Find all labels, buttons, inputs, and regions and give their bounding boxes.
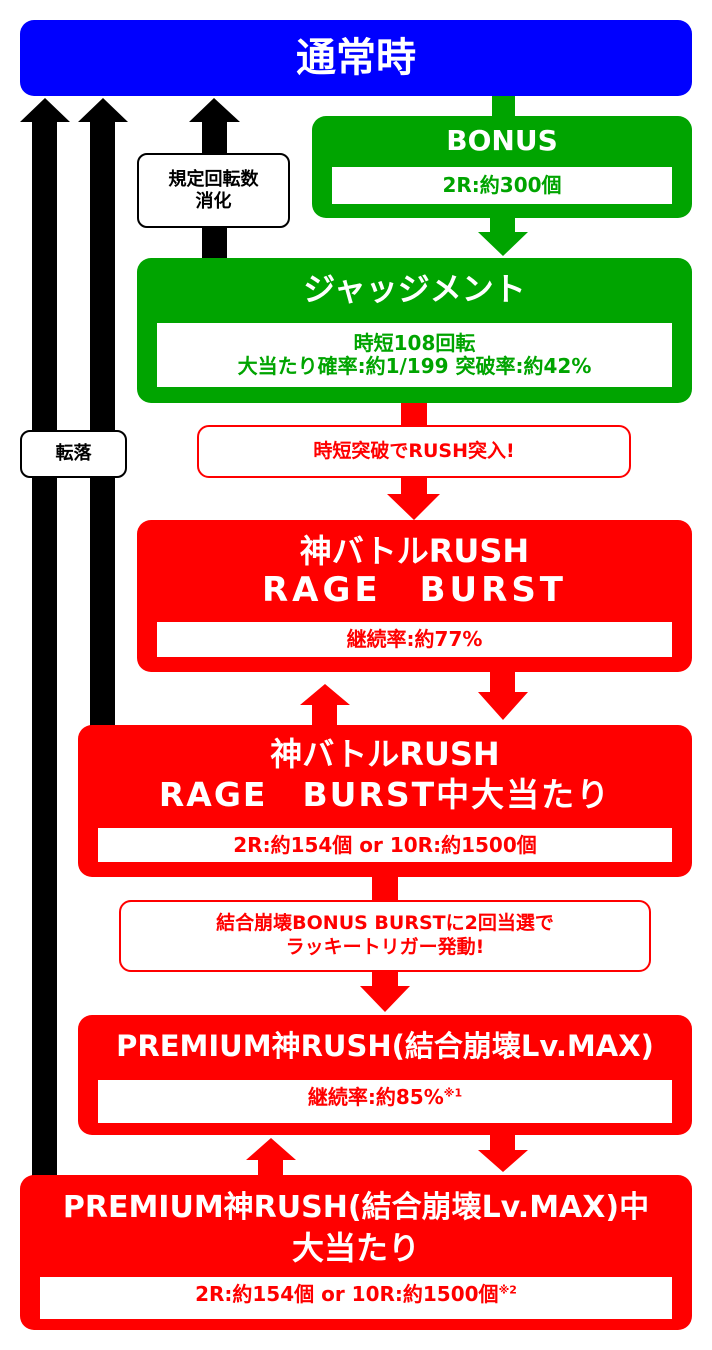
rush-hit-box: 神バトルRUSH RAGE BURST中大当たり 2R:約154個 or 10R…	[78, 725, 692, 877]
to-premium-arrow	[360, 970, 410, 1012]
lucky-trigger-callout: 結合崩壊BONUS BURSTに2回当選で ラッキートリガー発動!	[119, 900, 651, 972]
rush-hit-title-line1: 神バトルRUSH	[270, 735, 500, 773]
premium-rush-note: ※1	[443, 1086, 463, 1100]
rush-end-return-arrow	[78, 98, 128, 728]
rush-hit-title-line2: RAGE BURST中大当たり	[158, 775, 612, 814]
premium-hit-detail: 2R:約154個 or 10R:約1500個※2	[40, 1277, 672, 1319]
hit-to-premium-arrow	[246, 1138, 296, 1177]
rush-title-line1: 神バトルRUSH	[299, 532, 530, 570]
premium-rush-rate: 継続率:約85%	[307, 1085, 444, 1109]
premium-rush-detail: 継続率:約85%※1	[98, 1080, 672, 1123]
premium-to-hit-arrow	[478, 1133, 528, 1172]
judgment-detail: 時短108回転 大当たり確率:約1/199 突破率:約42%	[157, 323, 672, 387]
premium-rush-title: PREMIUM神RUSH(結合崩壊Lv.MAX)	[116, 1029, 654, 1063]
normal-state-title: 通常時	[296, 35, 416, 81]
fall-label: 転落	[20, 430, 127, 478]
rush-title-line2: RAGE BURST	[261, 570, 567, 610]
rush-detail: 継続率:約77%	[157, 622, 672, 657]
bonus-detail: 2R:約300個	[332, 167, 672, 204]
premium-rush-box: PREMIUM神RUSH(結合崩壊Lv.MAX) 継続率:約85%※1	[78, 1015, 692, 1135]
lucky-trigger-line1: 結合崩壊BONUS BURSTに2回当選で	[216, 912, 554, 935]
fall-return-arrow	[20, 98, 70, 1178]
judgment-title: ジャッジメント	[303, 270, 526, 308]
premium-hit-title-line2: 大当たり	[291, 1229, 420, 1267]
to-callout-connector	[401, 401, 427, 427]
premium-hit-title-line1: PREMIUM神RUSH(結合崩壊Lv.MAX)中	[62, 1190, 650, 1225]
bonus-title: BONUS	[446, 124, 558, 157]
spin-limit-label-line1: 規定回転数	[168, 168, 259, 190]
bonus-box: BONUS 2R:約300個	[312, 116, 692, 218]
rush-entry-callout: 時短突破でRUSH突入!	[197, 425, 631, 478]
spin-limit-label: 規定回転数 消化	[137, 153, 290, 228]
rush-to-hit-arrow	[478, 670, 528, 720]
premium-hit-box: PREMIUM神RUSH(結合崩壊Lv.MAX)中 大当たり 2R:約154個 …	[20, 1175, 692, 1330]
to-judgment-arrow	[478, 216, 528, 256]
lucky-trigger-line2: ラッキートリガー発動!	[285, 936, 485, 958]
to-lucky-callout-connector	[372, 875, 398, 902]
normal-state-box: 通常時	[20, 20, 692, 96]
rush-hit-detail: 2R:約154個 or 10R:約1500個	[98, 828, 672, 862]
to-bonus-connector	[492, 94, 515, 118]
judgment-box: ジャッジメント 時短108回転 大当たり確率:約1/199 突破率:約42%	[137, 258, 692, 403]
premium-hit-note: ※2	[498, 1283, 517, 1297]
spin-limit-label-line2: 消化	[195, 190, 232, 212]
judgment-spins: 時短108回転	[353, 331, 476, 355]
premium-hit-payout: 2R:約154個 or 10R:約1500個	[195, 1282, 499, 1306]
rush-box: 神バトルRUSH RAGE BURST 継続率:約77%	[137, 520, 692, 672]
to-rush-arrow	[387, 476, 440, 520]
judgment-odds: 大当たり確率:約1/199 突破率:約42%	[237, 354, 592, 378]
hit-to-rush-arrow	[300, 684, 350, 727]
